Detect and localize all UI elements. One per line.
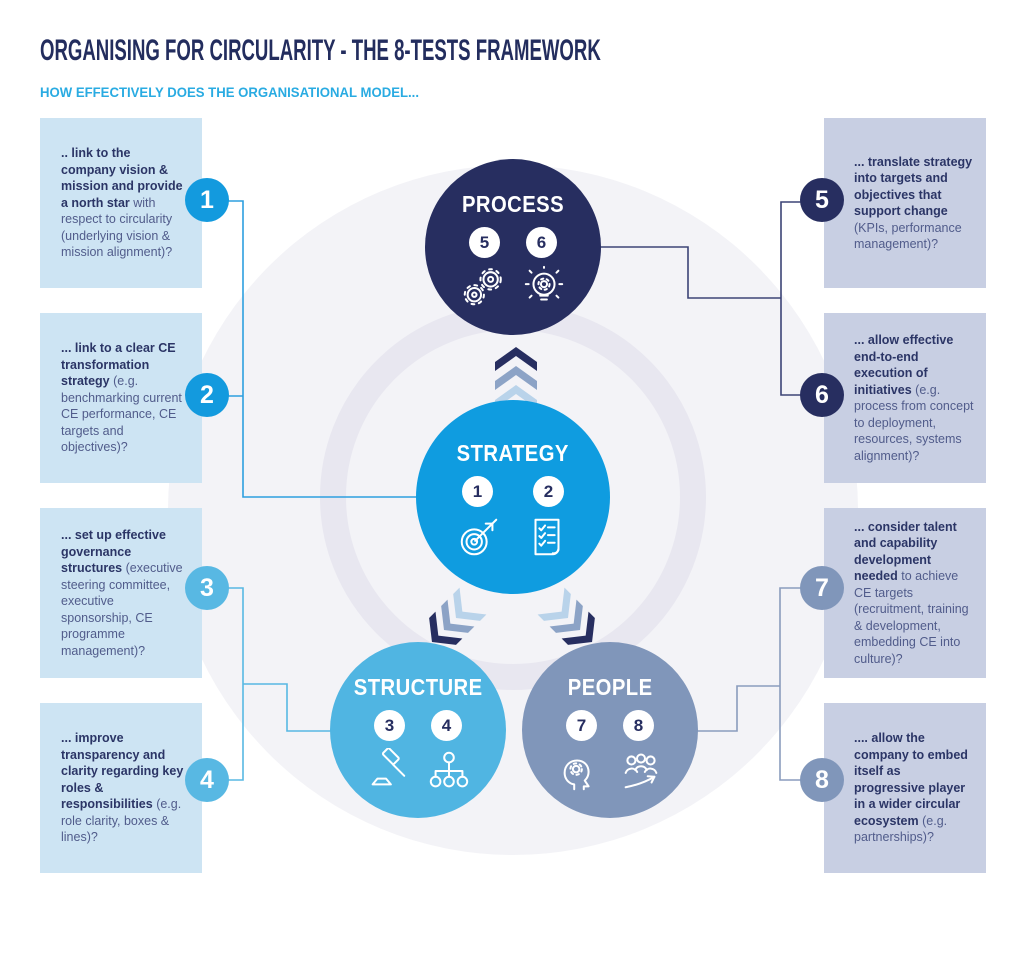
test-2-bold: ... link to a clear CE transformation st… [61, 341, 176, 389]
people-badge-7: 7 [566, 710, 597, 741]
strategy-badge-2: 2 [533, 476, 564, 507]
process-label: PROCESS [461, 191, 565, 217]
test-4-regular: (e.g. role clarity, boxes & lines)? [61, 797, 182, 845]
head-gear-icon [563, 759, 590, 791]
test-8-regular: (e.g. partnerships)? [854, 813, 948, 845]
up-arrows-icon [495, 347, 537, 409]
test-1-regular: with respect to circularity (underlying … [61, 195, 173, 260]
test-number-2: 2 [185, 373, 229, 417]
test-box-6: ... allow effective end-to-end execution… [824, 313, 986, 483]
test-box-1: .. link to the company vision & mission … [40, 118, 202, 288]
test-7-bold: ... consider talent and capability devel… [854, 519, 957, 584]
test-number-4: 4 [185, 758, 229, 802]
connector-structure [207, 587, 340, 781]
down-left-arrows-icon [429, 587, 487, 645]
strategy-circle: STRATEGY 1 2 [416, 400, 610, 594]
test-6-bold: ... allow effective end-to-end execution… [854, 333, 954, 397]
org-chart-icon [429, 751, 469, 788]
down-right-arrows-icon [537, 587, 595, 645]
gears-icon [463, 268, 502, 306]
connector-people [690, 587, 822, 781]
test-3-regular: (executive steering committee, executive… [61, 561, 183, 658]
test-8-bold: .... allow the company to embed itself a… [854, 731, 968, 828]
page-subtitle: HOW EFFECTIVELY DOES THE ORGANISATIONAL … [40, 84, 419, 100]
structure-badge-4: 4 [431, 710, 462, 741]
process-circle: PROCESS 5 6 [425, 159, 601, 335]
test-number-5: 5 [800, 178, 844, 222]
structure-badge-3: 3 [374, 710, 405, 741]
test-7-regular: to achieve CE targets (recruitment, trai… [854, 569, 969, 666]
test-6-regular: (e.g. process from concept to deployment… [854, 382, 974, 463]
test-2-regular: (e.g. benchmarking current CE performanc… [61, 374, 182, 455]
test-box-7: ... consider talent and capability devel… [824, 508, 986, 678]
team-growth-icon [624, 753, 658, 789]
test-box-5: ... translate strategy into targets and … [824, 118, 986, 288]
people-circle: PEOPLE 7 8 [522, 642, 698, 818]
test-box-3: ... set up effective governance structur… [40, 508, 202, 678]
test-number-1: 1 [185, 178, 229, 222]
test-5-regular: (KPIs, performance management)? [854, 220, 962, 252]
strategy-badge-1: 1 [462, 476, 493, 507]
test-box-2: ... link to a clear CE transformation st… [40, 313, 202, 483]
process-badge-5: 5 [469, 227, 500, 258]
people-label: PEOPLE [567, 674, 653, 700]
process-badge-6: 6 [526, 227, 557, 258]
connector-strategy [207, 200, 420, 498]
test-number-3: 3 [185, 566, 229, 610]
test-number-7: 7 [800, 566, 844, 610]
test-4-bold: ... improve transparency and clarity reg… [61, 731, 184, 812]
test-3-bold: ... set up effective governance structur… [61, 528, 166, 575]
test-5-bold: ... translate strategy into targets and … [854, 154, 973, 219]
gavel-icon [371, 748, 406, 786]
lightbulb-gear-icon [524, 265, 564, 301]
test-1-bold: .. link to the company vision & mission … [61, 146, 183, 210]
test-number-8: 8 [800, 758, 844, 802]
test-box-8: .... allow the company to embed itself a… [824, 703, 986, 873]
page-title: ORGANISING FOR CIRCULARITY - THE 8-TESTS… [40, 34, 601, 67]
test-number-6: 6 [800, 373, 844, 417]
test-box-4: ... improve transparency and clarity reg… [40, 703, 202, 873]
structure-label: STRUCTURE [353, 674, 483, 700]
connector-process [595, 201, 822, 396]
strategy-label: STRATEGY [456, 440, 570, 466]
checklist-icon [534, 518, 560, 556]
target-arrow-icon [460, 518, 498, 556]
people-badge-8: 8 [623, 710, 654, 741]
structure-circle: STRUCTURE 3 4 [330, 642, 506, 818]
